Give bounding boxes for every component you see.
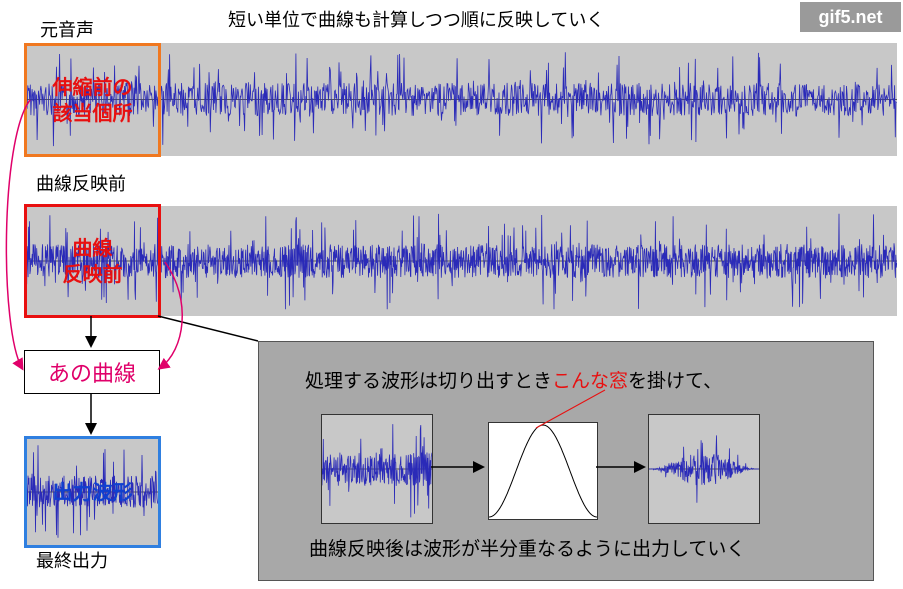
original-waveform [24, 43, 897, 156]
panel-line1: 処理する波形は切り出すときこんな窓を掛けて、 [305, 372, 722, 391]
windowed-segment-waveform [648, 414, 760, 524]
window-curve [489, 424, 597, 518]
panel-line1-highlight: こんな窓 [552, 370, 629, 392]
output-waveform-box: 出力波形 [24, 436, 161, 548]
final-output-label: 最終出力 [36, 551, 108, 572]
before-curve-waveform-plot [24, 213, 897, 310]
panel-line1-suffix: を掛けて、 [628, 370, 723, 392]
windowed-segment-plot [649, 435, 759, 503]
before-curve-label: 曲線反映前 [36, 174, 126, 195]
output-waveform-plot [24, 445, 160, 538]
panel-line2: 曲線反映後は波形が半分重なるように出力していく [309, 538, 746, 560]
page-title: 短い単位で曲線も計算しつつ順に反映していく [228, 10, 605, 31]
curve-box: あの曲線 [24, 350, 160, 394]
waveform-trace [649, 435, 759, 503]
input-segment-waveform [321, 414, 433, 524]
window-function-graph [488, 422, 598, 520]
before-curve-overlay-line1: 曲線 [72, 236, 113, 260]
pre-stretch-label-line2: 該当個所 [52, 101, 133, 125]
site-logo: gif5.net [800, 2, 901, 32]
waveform-trace [322, 424, 432, 518]
waveform-trace [24, 213, 897, 310]
original-audio-label: 元音声 [40, 20, 94, 41]
zoom-line-top [157, 315, 259, 342]
input-segment-plot [322, 424, 432, 518]
output-waveform [24, 436, 160, 548]
waveform-trace [24, 52, 897, 147]
original-waveform-plot [24, 52, 897, 147]
output-waveform-overlay: 出力波形 [52, 480, 133, 504]
before-curve-box: 曲線 反映前 [24, 204, 161, 318]
pre-stretch-label-line1: 伸縮前の [52, 75, 133, 99]
before-curve-overlay-line2: 反映前 [62, 262, 123, 286]
waveform-trace [24, 445, 160, 538]
panel-line1-prefix: 処理する波形は切り出すとき [305, 370, 553, 392]
pre-stretch-section-box: 伸縮前の 該当個所 [24, 43, 161, 157]
window-curve-plot [489, 424, 597, 518]
window-explanation-panel: 処理する波形は切り出すときこんな窓を掛けて、 曲線反映後は波形が半分重なるように… [258, 341, 874, 581]
